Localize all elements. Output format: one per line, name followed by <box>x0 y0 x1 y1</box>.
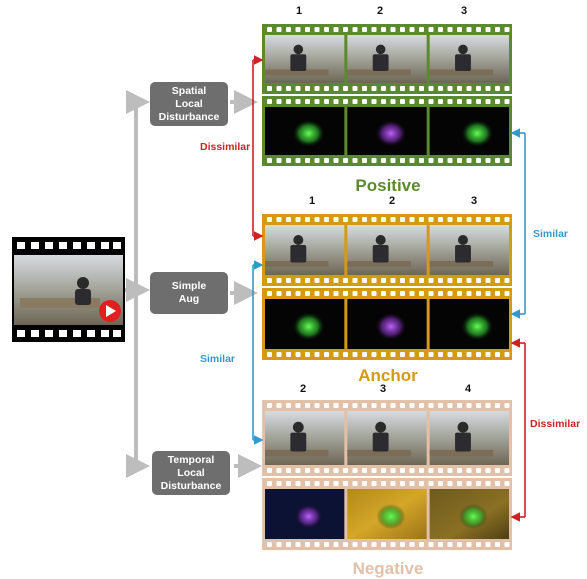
negative-frame-number-1: 2 <box>300 383 307 395</box>
negative-flow-strip-frame <box>429 489 509 539</box>
positive-rgb-strip-frame <box>347 35 427 83</box>
anchor-rgb-strip-frame <box>265 225 345 275</box>
dissimilar-top-label: Dissimilar <box>200 141 251 153</box>
simple-aug-label: Simple Aug <box>171 280 207 305</box>
augmentation-connectors <box>125 90 262 478</box>
temporal-disturbance-box: Temporal Local Disturbance <box>152 451 230 495</box>
positive-rgb-strip <box>262 24 512 94</box>
spatial-disturbance-box: Spatial Local Disturbance <box>150 82 228 126</box>
dissimilar-bottom-connector <box>510 338 526 522</box>
positive-flow-strip-frame <box>265 107 345 155</box>
dissimilar-bottom-label: Dissimilar <box>530 418 581 430</box>
negative-rgb-strip-frame <box>347 411 427 465</box>
simple-aug-box: Simple Aug <box>150 272 228 314</box>
positive-flow-strip-frame <box>429 107 509 155</box>
temporal-disturbance-label: Temporal Local Disturbance <box>160 453 222 492</box>
anchor-flow-strip-frame <box>429 299 509 349</box>
anchor-rgb-strip-frame <box>347 225 427 275</box>
negative-frame-number-3: 4 <box>465 383 472 395</box>
positive-rgb-strip-frame <box>429 35 509 83</box>
similar-right-label: Similar <box>533 228 569 240</box>
positive-flow-strip-frame <box>347 107 427 155</box>
negative-flow-strip-frame <box>265 489 345 539</box>
negative-rgb-strip-frame <box>429 411 509 465</box>
source-video-icon <box>12 237 125 342</box>
positive-frame-number-1: 1 <box>296 5 303 17</box>
similar-left-label: Similar <box>200 353 236 365</box>
positive-frame-number-2: 2 <box>377 5 384 17</box>
negative-rgb-strip <box>262 400 512 476</box>
anchor-frame-number-3: 3 <box>471 195 478 207</box>
anchor-frame-number-1: 1 <box>309 195 316 207</box>
negative-flow-strip <box>262 478 512 550</box>
anchor-flow-strip <box>262 288 512 360</box>
negative-rgb-strip-frame <box>265 411 345 465</box>
similar-left-connector <box>252 260 264 445</box>
anchor-rgb-strip <box>262 214 512 286</box>
positive-flow-strip <box>262 96 512 166</box>
anchor-title: Anchor <box>358 366 418 385</box>
anchor-frame-number-2: 2 <box>389 195 396 207</box>
spatial-disturbance-label: Spatial Local Disturbance <box>158 84 220 123</box>
anchor-rgb-strip-frame <box>429 225 509 275</box>
similar-right-connector <box>510 128 526 319</box>
dissimilar-top-connector <box>252 55 264 241</box>
positive-frame-number-3: 3 <box>461 5 468 17</box>
anchor-flow-strip-frame <box>347 299 427 349</box>
negative-flow-strip-frame <box>347 489 427 539</box>
positive-rgb-strip-frame <box>265 35 345 83</box>
negative-frame-number-2: 3 <box>380 383 387 395</box>
positive-title: Positive <box>355 176 421 195</box>
negative-title: Negative <box>352 559 424 578</box>
anchor-flow-strip-frame <box>265 299 345 349</box>
